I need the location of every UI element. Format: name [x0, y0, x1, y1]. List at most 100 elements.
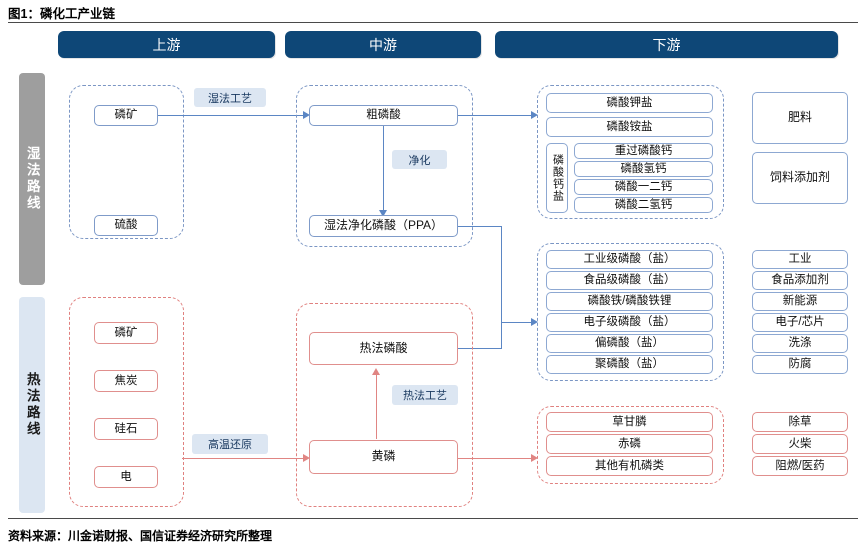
- node-crude-phosphoric-acid[interactable]: 粗磷酸: [309, 105, 458, 126]
- node-use-industry[interactable]: 工业: [752, 250, 848, 269]
- stage-header-upstream: 上游: [58, 31, 275, 58]
- node-yellow-phosphorus[interactable]: 黄磷: [309, 440, 458, 474]
- node-use-herbicide-label: 除草: [788, 415, 812, 428]
- node-use-flame-retardant-pharma[interactable]: 阻燃/医药: [752, 456, 848, 476]
- title-divider: [8, 22, 858, 23]
- arrowhead-yellow-p-to-organic: [531, 454, 538, 462]
- node-mono-di-calcium-phosphate-label: 磷酸一二钙: [614, 180, 673, 193]
- node-use-fertilizer[interactable]: 肥料: [752, 92, 848, 144]
- route-label-thermal-text: 热法路线: [24, 372, 40, 438]
- chip-wet-process: 湿法工艺: [194, 88, 266, 107]
- node-use-flame-retardant-pharma-label: 阻燃/医药: [775, 459, 825, 472]
- node-use-feed-additive-label: 饲料添加剂: [769, 170, 830, 185]
- node-use-fertilizer-label: 肥料: [787, 110, 812, 125]
- node-use-matches[interactable]: 火柴: [752, 434, 848, 454]
- node-use-electronics-chips[interactable]: 电子/芯片: [752, 313, 848, 332]
- chip-wet-process-label: 湿法工艺: [208, 92, 252, 105]
- arrowhead-upstream-to-yellow-p: [303, 454, 310, 462]
- connector-upstream-to-yellow-p: [182, 458, 306, 459]
- group-downstream-fine: [537, 243, 724, 381]
- node-metaphosphoric-acid[interactable]: 偏磷酸（盐）: [546, 334, 713, 353]
- node-use-new-energy[interactable]: 新能源: [752, 292, 848, 311]
- node-other-organophosphorus[interactable]: 其他有机磷类: [546, 456, 713, 476]
- node-metaphosphoric-acid-label: 偏磷酸（盐）: [595, 337, 664, 350]
- node-sulfuric-acid[interactable]: 硫酸: [94, 215, 158, 236]
- chip-purification-label: 净化: [408, 154, 431, 167]
- group-wet-upstream: [69, 85, 184, 239]
- node-phosphate-ore-label: 磷矿: [114, 109, 138, 122]
- node-use-herbicide[interactable]: 除草: [752, 412, 848, 432]
- node-use-food-additive-label: 食品添加剂: [771, 274, 829, 287]
- node-potassium-phosphate[interactable]: 磷酸钾盐: [546, 93, 713, 113]
- node-electricity[interactable]: 电: [94, 466, 158, 488]
- node-silica[interactable]: 硅石: [94, 418, 158, 440]
- route-label-thermal: 热法路线: [19, 297, 45, 513]
- route-label-wet: 湿法路线: [19, 73, 45, 285]
- node-other-organophosphorus-label: 其他有机磷类: [595, 459, 664, 472]
- source-divider: [8, 518, 858, 519]
- node-mono-di-calcium-phosphate[interactable]: 磷酸一二钙: [574, 179, 713, 195]
- connector-ore-to-crude: [158, 115, 306, 116]
- arrowhead-crude-to-fert-group: [531, 111, 538, 119]
- node-sulfuric-acid-label: 硫酸: [114, 219, 138, 232]
- node-calcium-phosphate-salts-text: 磷酸钙盐: [551, 154, 564, 202]
- figure-title: 图1：磷化工产业链: [8, 7, 115, 21]
- node-wet-purified-ppa-label: 湿法净化磷酸（PPA）: [323, 218, 444, 233]
- node-polyphosphoric-acid[interactable]: 聚磷酸（盐）: [546, 355, 713, 374]
- node-iron-phosphate-lfp[interactable]: 磷酸铁/磷酸铁锂: [546, 292, 713, 311]
- stage-header-midstream: 中游: [285, 31, 481, 58]
- connector-junction-vertical: [501, 226, 502, 326]
- node-electricity-label: 电: [120, 470, 132, 483]
- node-industrial-grade-phosphoric-acid-label: 工业级磷酸（盐）: [583, 253, 676, 266]
- node-food-grade-phosphoric-acid-label: 食品级磷酸（盐）: [583, 274, 676, 287]
- node-polyphosphoric-acid-label: 聚磷酸（盐）: [595, 358, 664, 371]
- arrowhead-crude-to-ppa: [379, 210, 387, 217]
- node-glyphosate[interactable]: 草甘膦: [546, 412, 713, 432]
- stage-header-downstream: 下游: [495, 31, 838, 58]
- node-electronic-grade-phosphoric-acid-label: 电子级磷酸（盐）: [583, 316, 676, 329]
- route-label-wet-text: 湿法路线: [24, 146, 40, 212]
- node-phosphate-ore[interactable]: 磷矿: [94, 105, 158, 126]
- node-red-phosphorus[interactable]: 赤磷: [546, 434, 713, 454]
- node-use-detergent-label: 洗涤: [788, 337, 812, 350]
- node-ammonium-phosphate[interactable]: 磷酸铵盐: [546, 117, 713, 137]
- node-calcium-hydrogen-phosphate[interactable]: 磷酸氢钙: [574, 161, 713, 177]
- group-downstream-organic: [537, 406, 724, 484]
- node-triple-superphosphate-label: 重过磷酸钙: [614, 144, 673, 157]
- connector-crude-to-fert-group: [458, 115, 534, 116]
- connector-yellow-p-to-thermal-acid: [376, 375, 377, 439]
- node-red-phosphorus-label: 赤磷: [618, 437, 641, 450]
- node-calcium-dihydrogen-phosphate-label: 磷酸二氢钙: [614, 198, 673, 211]
- node-calcium-phosphate-salts-label-box[interactable]: 磷酸钙盐: [546, 143, 568, 213]
- connector-junction-vertical-lower: [501, 322, 502, 348]
- group-thermal-upstream: [69, 297, 184, 507]
- node-coke[interactable]: 焦炭: [94, 370, 158, 392]
- node-use-feed-additive[interactable]: 饲料添加剂: [752, 152, 848, 204]
- node-crude-phosphoric-acid-label: 粗磷酸: [366, 109, 401, 122]
- connector-yellow-p-to-organic: [458, 458, 534, 459]
- arrowhead-ore-to-crude: [303, 111, 310, 119]
- node-calcium-hydrogen-phosphate-label: 磷酸氢钙: [620, 162, 667, 175]
- node-thermal-phosphoric-acid[interactable]: 热法磷酸: [309, 332, 458, 365]
- node-use-food-additive[interactable]: 食品添加剂: [752, 271, 848, 290]
- chip-high-temp-reduction: 高温还原: [192, 434, 268, 454]
- node-use-anticorrosion-label: 防腐: [788, 358, 812, 371]
- node-electronic-grade-phosphoric-acid[interactable]: 电子级磷酸（盐）: [546, 313, 713, 332]
- node-use-detergent[interactable]: 洗涤: [752, 334, 848, 353]
- node-use-matches-label: 火柴: [788, 437, 812, 450]
- group-downstream-fertilizer: [537, 85, 724, 219]
- node-food-grade-phosphoric-acid[interactable]: 食品级磷酸（盐）: [546, 271, 713, 290]
- node-triple-superphosphate[interactable]: 重过磷酸钙: [574, 143, 713, 159]
- node-thermal-phosphoric-acid-label: 热法磷酸: [359, 340, 408, 355]
- node-industrial-grade-phosphoric-acid[interactable]: 工业级磷酸（盐）: [546, 250, 713, 269]
- node-use-new-energy-label: 新能源: [782, 295, 818, 308]
- node-phosphate-ore-thermal-label: 磷矿: [114, 326, 138, 339]
- node-wet-purified-ppa[interactable]: 湿法净化磷酸（PPA）: [309, 215, 458, 237]
- node-phosphate-ore-thermal[interactable]: 磷矿: [94, 322, 158, 344]
- node-calcium-dihydrogen-phosphate[interactable]: 磷酸二氢钙: [574, 197, 713, 213]
- chip-high-temp-reduction-label: 高温还原: [208, 439, 252, 451]
- node-use-anticorrosion[interactable]: 防腐: [752, 355, 848, 374]
- node-potassium-phosphate-label: 磷酸钾盐: [606, 96, 653, 109]
- node-ammonium-phosphate-label: 磷酸铵盐: [606, 120, 653, 133]
